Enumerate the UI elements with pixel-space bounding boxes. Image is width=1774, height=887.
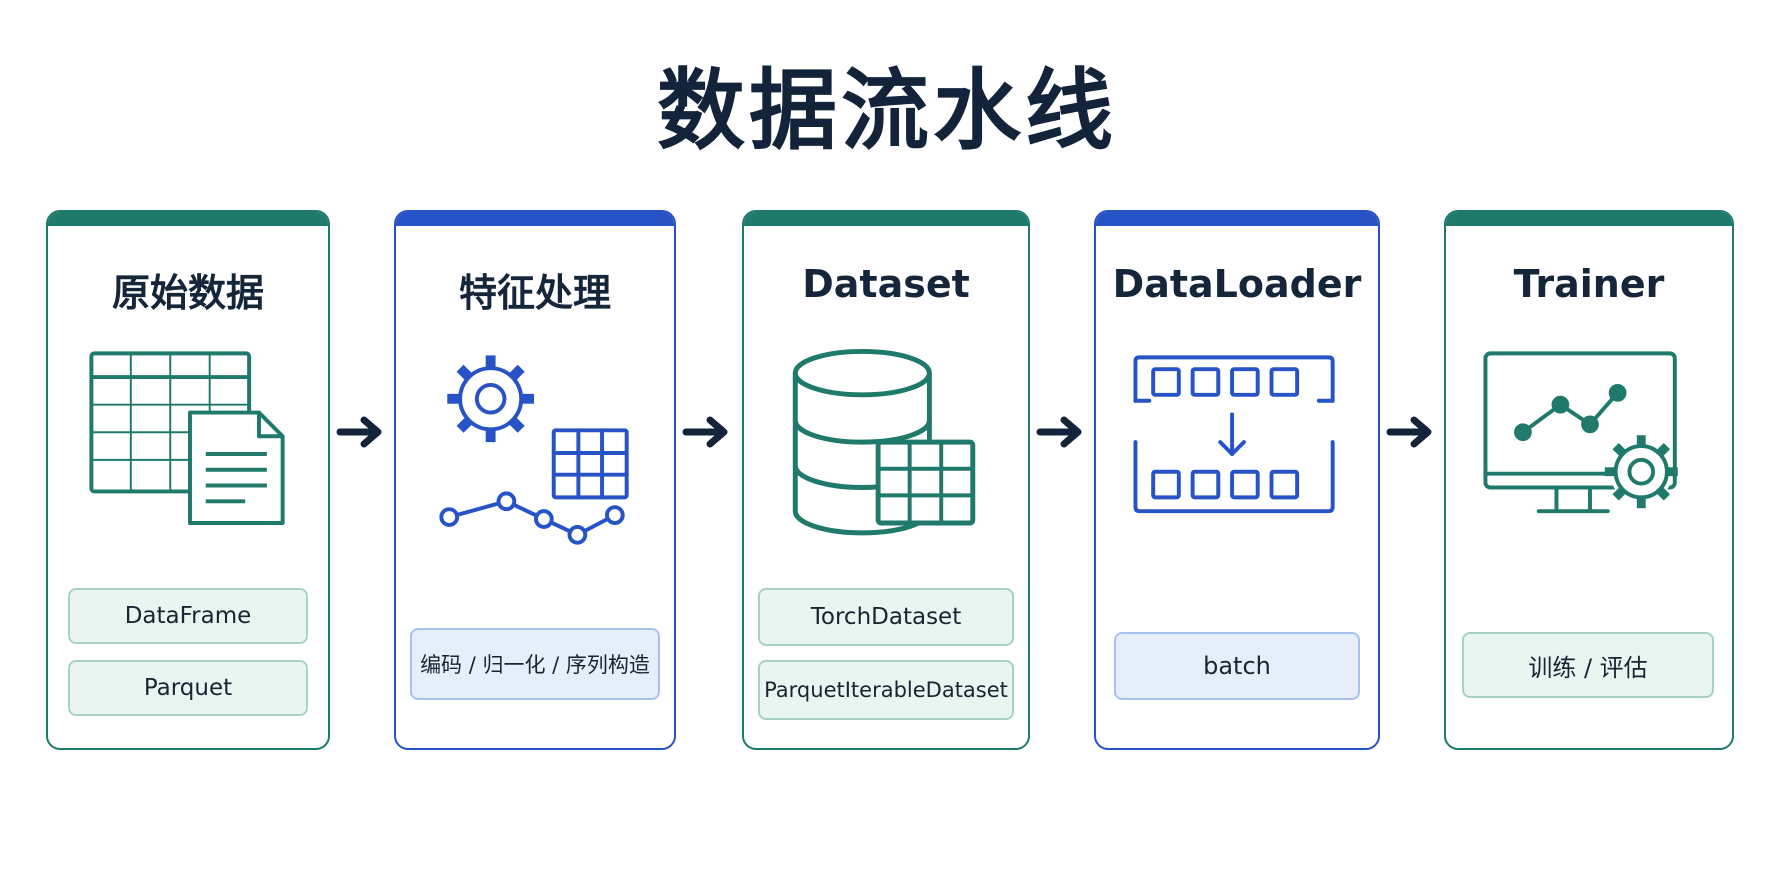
arrow-right-icon <box>682 412 734 456</box>
tag-train-eval: 训练 / 评估 <box>1462 632 1714 698</box>
tag-dataframe: DataFrame <box>68 588 308 644</box>
stage-card-raw-data: 原始数据 DataFrame Parquet <box>46 210 330 750</box>
card-topbar <box>744 212 1028 226</box>
card-topbar <box>48 212 328 226</box>
stage-title: 原始数据 <box>111 271 264 315</box>
tag-parquetiterabledataset: ParquetIterableDataset <box>758 660 1014 720</box>
tag-parquet: Parquet <box>68 660 308 716</box>
card-topbar <box>1446 212 1732 226</box>
tag-torchdataset: TorchDataset <box>758 588 1014 646</box>
stage-card-feature-processing: 特征处理 <box>394 210 676 750</box>
gear-grid-chart-icon <box>396 342 674 562</box>
batch-queue-icon <box>1096 342 1378 562</box>
page-title: 数据流水线 <box>656 59 1117 162</box>
table-document-icon <box>48 342 328 562</box>
stage-card-dataloader: DataLoader batch <box>1094 210 1380 750</box>
stage-card-trainer: Trainer <box>1444 210 1734 750</box>
stage-title: Trainer <box>1513 262 1665 306</box>
card-topbar <box>1096 212 1378 226</box>
stage-title: Dataset <box>802 262 970 306</box>
arrow-right-icon <box>1386 412 1438 456</box>
stage-title: DataLoader <box>1112 262 1362 306</box>
arrow-right-icon <box>336 412 388 456</box>
monitor-chart-gear-icon <box>1446 342 1732 562</box>
arrow-right-icon <box>1036 412 1088 456</box>
card-topbar <box>396 212 674 226</box>
stage-title: 特征处理 <box>458 271 611 315</box>
tag-batch: batch <box>1114 632 1360 700</box>
stage-card-dataset: Dataset TorchDataset ParquetIterableData… <box>742 210 1030 750</box>
tag-encoding-normalization-sequence: 编码 / 归一化 / 序列构造 <box>410 628 660 700</box>
database-grid-icon <box>744 342 1028 562</box>
